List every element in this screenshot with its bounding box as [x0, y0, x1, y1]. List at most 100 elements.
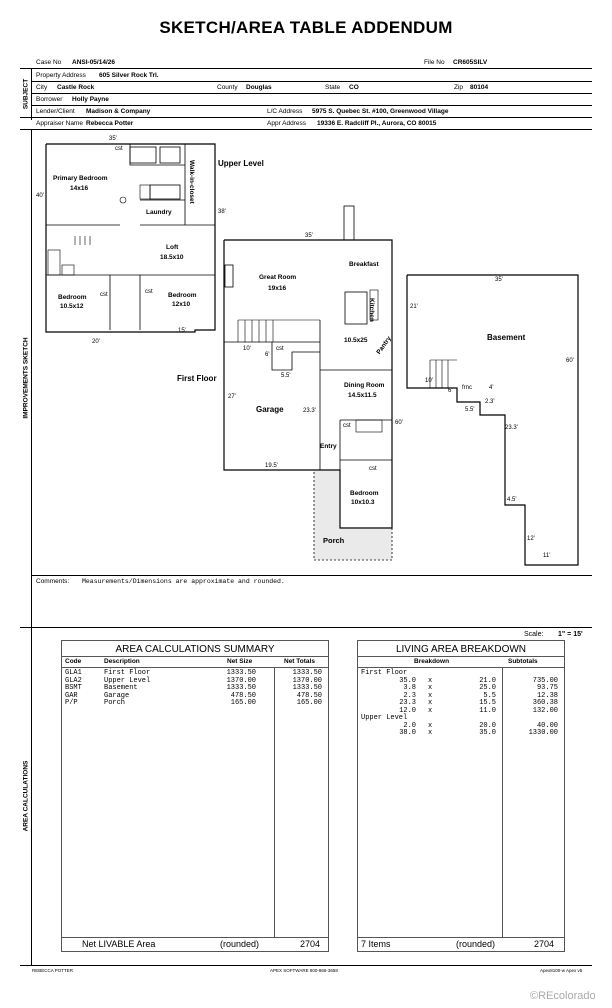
lc-address-label: L/C Address: [267, 108, 303, 115]
scale-label: Scale:: [524, 631, 544, 638]
upper-level-outline: [45, 143, 216, 333]
dim: 11': [543, 553, 551, 559]
breakdown-subtotal: 40.00: [536, 721, 558, 730]
county-label: County: [217, 84, 238, 91]
breakdown-section: Upper Level: [358, 714, 564, 722]
breakdown-times: x: [428, 706, 433, 715]
primary-bedroom-label: Primary Bedroom: [53, 175, 108, 182]
dining-room-label: Dining Room: [344, 382, 385, 389]
dim: 12': [527, 536, 535, 542]
dim: 40': [36, 193, 44, 199]
borrower-label: Borrower: [36, 96, 63, 103]
city: Castle Rock: [57, 84, 95, 91]
great-room-size: 19x16: [268, 285, 287, 292]
dim: 21': [410, 304, 418, 310]
breakdown-row: 38.0 x 35.0 1330.00: [358, 729, 564, 737]
dim: 20': [92, 339, 100, 345]
area-summary-title: AREA CALCULATIONS SUMMARY: [115, 644, 275, 655]
net-livable-label: Net LIVABLE Area: [82, 939, 156, 949]
footer-left: REBECCA POTTER: [32, 968, 74, 973]
area-summary-box: AREA CALCULATIONS SUMMARY Code Descripti…: [61, 640, 329, 952]
sketch-sidebar: IMPROVEMENTS SKETCH: [20, 129, 32, 627]
col-net-totals: Net Totals: [284, 658, 315, 665]
dim: 60': [566, 358, 574, 364]
summary-description: Basement: [104, 684, 138, 692]
laundry-label: Laundry: [146, 209, 172, 216]
property-address-label: Property Address: [36, 72, 86, 79]
dim: 10': [243, 346, 251, 352]
summary-description: Upper Level: [104, 676, 151, 685]
dim: 35': [109, 136, 117, 142]
breakdown-subtotal: 132.00: [532, 706, 558, 715]
col-breakdown: Breakdown: [414, 658, 450, 665]
cst-label-5: cst: [343, 423, 351, 429]
summary-code: P/P: [65, 699, 78, 707]
breakdown-b: 20.0: [479, 721, 496, 730]
dim: 38': [218, 209, 226, 215]
breakdown-a: 2.3: [403, 691, 416, 700]
summary-description: First Floor: [104, 669, 151, 677]
footer-right: Apex8100-w Apex v5: [540, 968, 583, 973]
basement-label: Basement: [487, 333, 526, 342]
case-no: ANSI-05/14/26: [72, 59, 115, 66]
frnc-label: frnc: [462, 385, 473, 391]
appr-address-label: Appr Address: [267, 120, 307, 127]
cst-label-3: cst: [145, 289, 153, 295]
breakdown-b: 5.5: [483, 691, 496, 700]
breakdown-section-label: First Floor: [361, 669, 408, 677]
dim: 5.5': [465, 407, 475, 413]
breakdown-b: 25.0: [479, 684, 496, 692]
city-label: City: [36, 84, 48, 91]
bedroom-a-size: 10.5x12: [60, 303, 84, 310]
dim: 6': [448, 388, 453, 394]
state: CO: [349, 84, 359, 91]
breakdown-section-label: Upper Level: [361, 714, 408, 722]
loft-label: Loft: [166, 244, 179, 251]
summary-code: GLA2: [65, 676, 82, 685]
summary-net-size: 1333.50: [226, 669, 256, 677]
summary-row: GLA2 Upper Level 1370.00 1370.00: [62, 677, 328, 685]
walk-in-closet-label: Walk-in-closet: [188, 160, 195, 204]
cst-label-1: cst: [115, 146, 123, 152]
borrower: Holly Payne: [72, 96, 109, 103]
breakdown-subtotal: 1330.00: [528, 729, 558, 737]
breakdown-times: x: [428, 729, 433, 737]
area-label: AREA CALCULATIONS: [22, 760, 29, 832]
area-sidebar: AREA CALCULATIONS: [20, 627, 32, 965]
col-net-size: Net Size: [227, 658, 253, 665]
footer-center: APEX SOFTWARE 800-866-3658: [270, 968, 338, 973]
appraiser-label: Appraiser Name: [36, 120, 83, 127]
bedroom-b-size: 12x10: [172, 301, 191, 308]
dim: 23.3': [303, 408, 316, 414]
dim: 27': [228, 394, 236, 400]
dim: 5.5': [281, 373, 291, 379]
summary-net-size: 1370.00: [226, 676, 256, 685]
summary-net-total: 1333.50: [292, 684, 322, 692]
zip: 80104: [470, 84, 489, 91]
appr-address: 19336 E. Radcliff Pl., Aurora, CO 80015: [317, 120, 437, 127]
summary-code: GAR: [65, 691, 78, 700]
breakfast-label: Breakfast: [349, 261, 379, 268]
first-floor-label: First Floor: [177, 374, 217, 383]
dim: 35': [305, 233, 313, 239]
summary-net-total: 1370.00: [292, 676, 322, 685]
entry-label: Entry: [320, 443, 337, 450]
breakdown-b: 35.0: [479, 729, 496, 737]
garage-label: Garage: [256, 405, 284, 414]
nook-size: 10.5x25: [344, 337, 368, 344]
col-code: Code: [65, 658, 82, 665]
breakdown-a: 38.0: [399, 729, 416, 737]
property-address: 605 Silver Rock Trl.: [99, 72, 159, 79]
dim: 4': [489, 385, 494, 391]
kitchen-label: Kitchen: [368, 298, 375, 322]
breakdown-times: x: [428, 676, 433, 685]
dim: 35': [495, 277, 503, 283]
summary-description: Garage: [104, 691, 130, 700]
breakdown-a: 3.8: [403, 684, 416, 692]
loft-size: 18.5x10: [160, 254, 184, 261]
living-breakdown-box: LIVING AREA BREAKDOWN Breakdown Subtotal…: [357, 640, 565, 952]
